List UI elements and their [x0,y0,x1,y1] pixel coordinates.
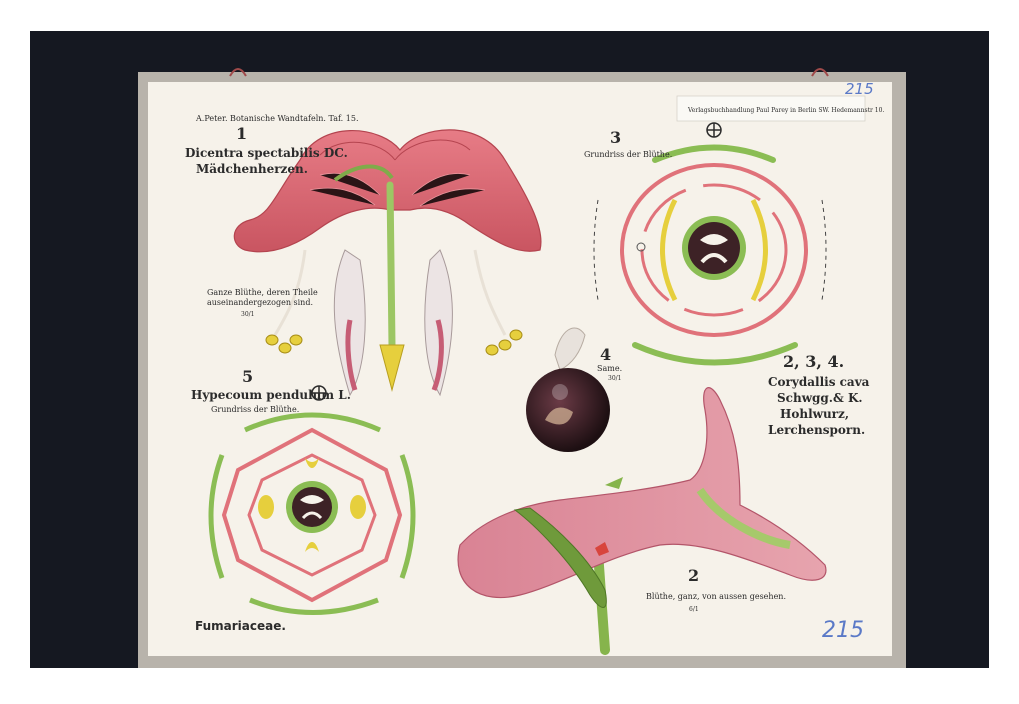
fig3-number: 3 [610,128,622,147]
fig3-floral-diagram [593,122,827,366]
fig4-caption: Same. [597,364,623,373]
species-234-authority: Schwgg.& K. [777,391,863,405]
plate-header-left: A.Peter. Botanische Wandtafeln. Taf. 15. [196,114,359,123]
fig1-number: 1 [236,124,248,143]
fig1-common-name: Mädchenherzen. [196,162,308,176]
fig1-dicentra-flower [233,129,542,397]
fig2-scale: 6/1 [689,606,699,613]
fig5-number: 5 [242,367,254,386]
hanging-loop-right [811,68,829,77]
species-234-common-name-1: Hohlwurz, [780,407,849,421]
fig3-caption: Grundriss der Blüthe. [584,150,673,159]
inventory-number-bottom: 215 [822,618,864,643]
inventory-number-top: 215 [845,80,874,98]
fig5-species-name: Hypecoum pendulum L. [191,388,351,402]
species-234-common-name-2: Lerchensporn. [768,423,866,437]
fig5-caption: Grundriss der Blüthe. [211,405,300,414]
publisher-label [676,95,866,122]
fig2-number: 2 [688,566,700,585]
species-234-numbers: 2, 3, 4. [783,352,845,371]
fig1-species-name: Dicentra spectabilis DC. [185,146,348,160]
fig1-caption-line1: Ganze Blüthe, deren Theile [207,288,318,297]
publisher-address: Verlagsbuchhandlung Paul Parey in Berlin… [688,107,885,114]
family-name: Fumariaceae. [195,619,286,633]
fig4-number: 4 [600,345,612,364]
fig5-floral-diagram [208,385,416,615]
fig1-caption-line2: auseinandergezogen sind. [207,298,313,307]
fig4-scale: 30/1 [608,375,622,382]
species-234-name: Corydallis cava [768,375,870,389]
fig1-scale: 30/1 [241,311,255,318]
fig2-caption: Blüthe, ganz, von aussen gesehen. [646,592,786,601]
hanging-loop-left [229,68,247,77]
fig2-corydalis-flower [457,387,827,655]
fig4-seed [526,327,610,452]
